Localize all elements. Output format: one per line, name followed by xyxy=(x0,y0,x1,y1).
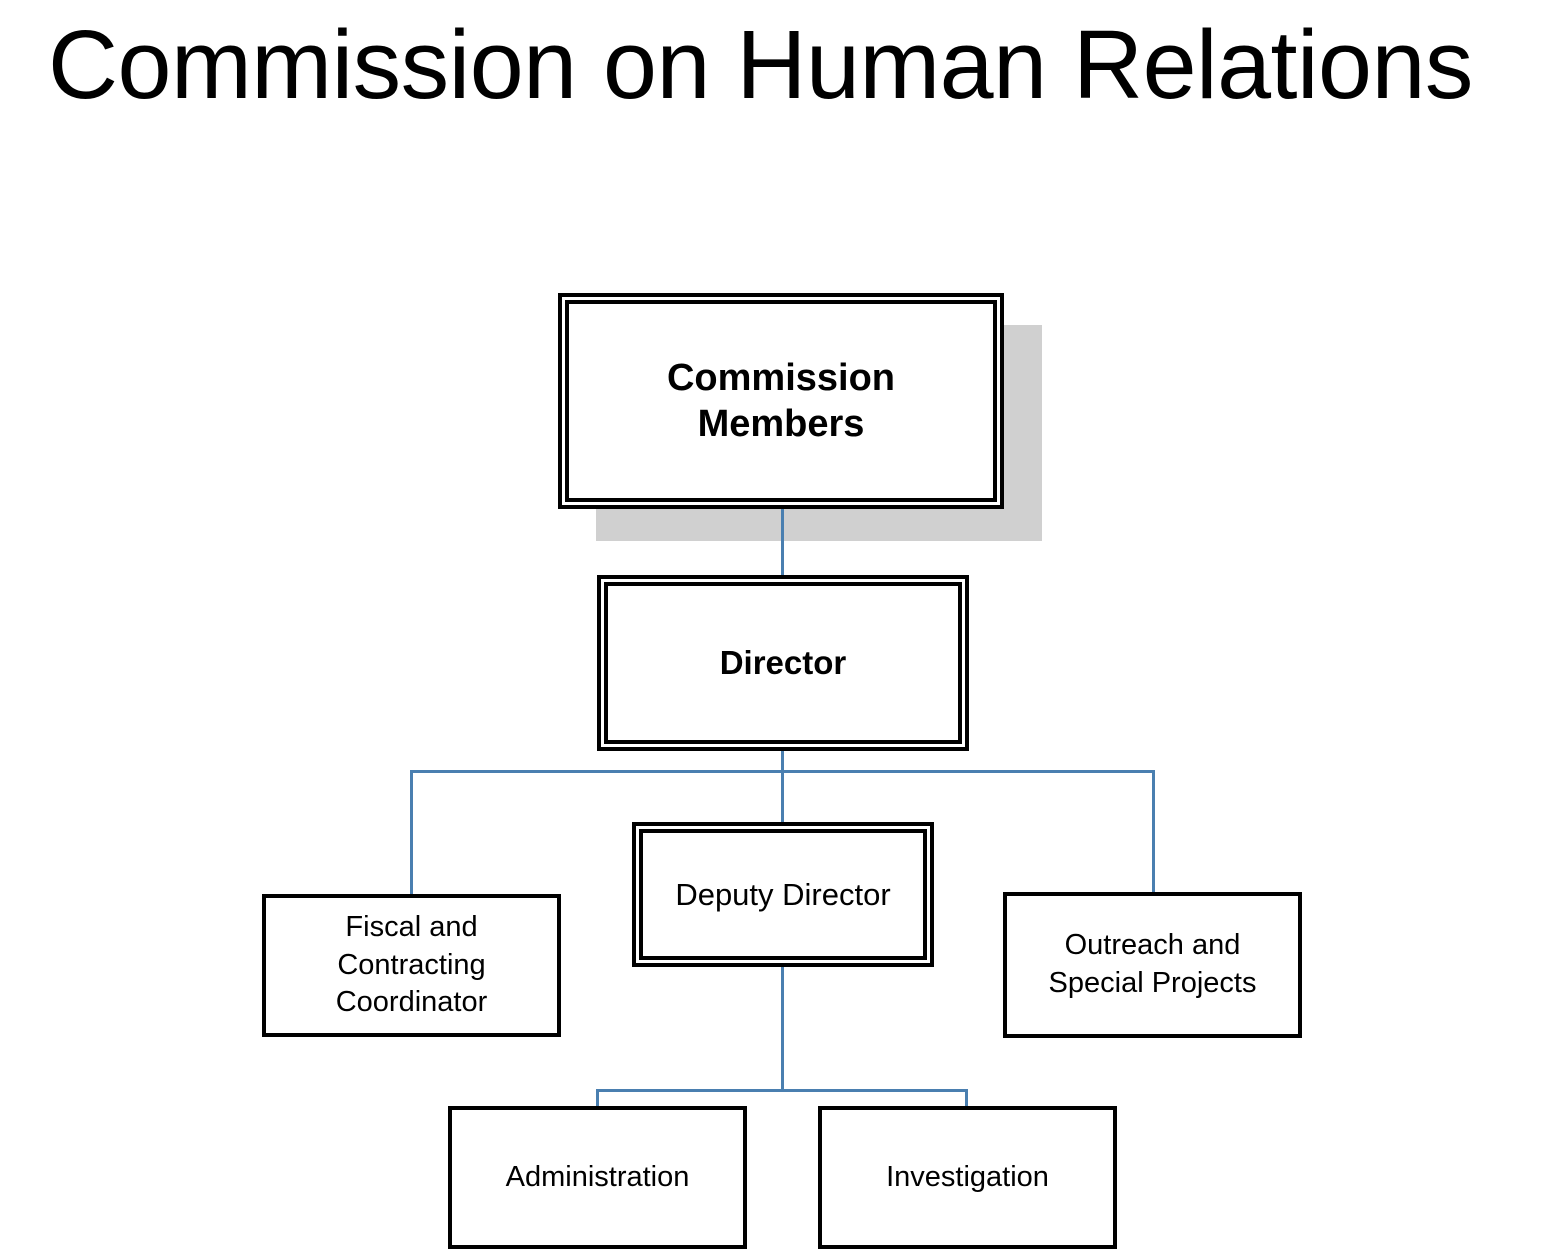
node-commission-members-label: Commission Members xyxy=(666,356,896,445)
connector-commission-to-director xyxy=(781,508,784,578)
connector-director-to-outreach xyxy=(1152,770,1155,894)
node-fiscal-and-contracting-coordinator-label: Fiscal and Contracting Coordinator xyxy=(335,910,488,1019)
node-director-inner: Director xyxy=(604,582,962,744)
node-administration-label: Administration xyxy=(505,1161,690,1194)
node-commission-members[interactable]: Commission Members xyxy=(558,293,1004,509)
node-fiscal-and-contracting-coordinator[interactable]: Fiscal and Contracting Coordinator xyxy=(262,894,561,1037)
connector-deputy-director-bus xyxy=(596,1089,968,1092)
connector-deputy-director-to-investigation xyxy=(965,1089,968,1109)
node-director-label: Director xyxy=(719,644,847,682)
page-title: Commission on Human Relations xyxy=(48,10,1473,119)
connector-director-to-fiscal xyxy=(410,770,413,895)
node-commission-members-inner: Commission Members xyxy=(565,300,997,502)
node-deputy-director-label: Deputy Director xyxy=(675,876,891,912)
node-administration[interactable]: Administration xyxy=(448,1106,747,1249)
node-outreach-and-special-projects-label: Outreach and Special Projects xyxy=(1048,929,1257,999)
node-outreach-and-special-projects[interactable]: Outreach and Special Projects xyxy=(1003,892,1302,1038)
node-director[interactable]: Director xyxy=(597,575,969,751)
connector-director-to-deputy-director xyxy=(781,770,784,825)
node-investigation-label: Investigation xyxy=(886,1161,1049,1194)
node-deputy-director[interactable]: Deputy Director xyxy=(632,822,934,967)
node-deputy-director-inner: Deputy Director xyxy=(639,829,927,960)
node-investigation[interactable]: Investigation xyxy=(818,1106,1117,1249)
connector-deputy-director-to-administration xyxy=(596,1089,599,1109)
connector-deputy-director-stem xyxy=(781,966,784,1092)
connector-director-stem xyxy=(781,750,784,774)
